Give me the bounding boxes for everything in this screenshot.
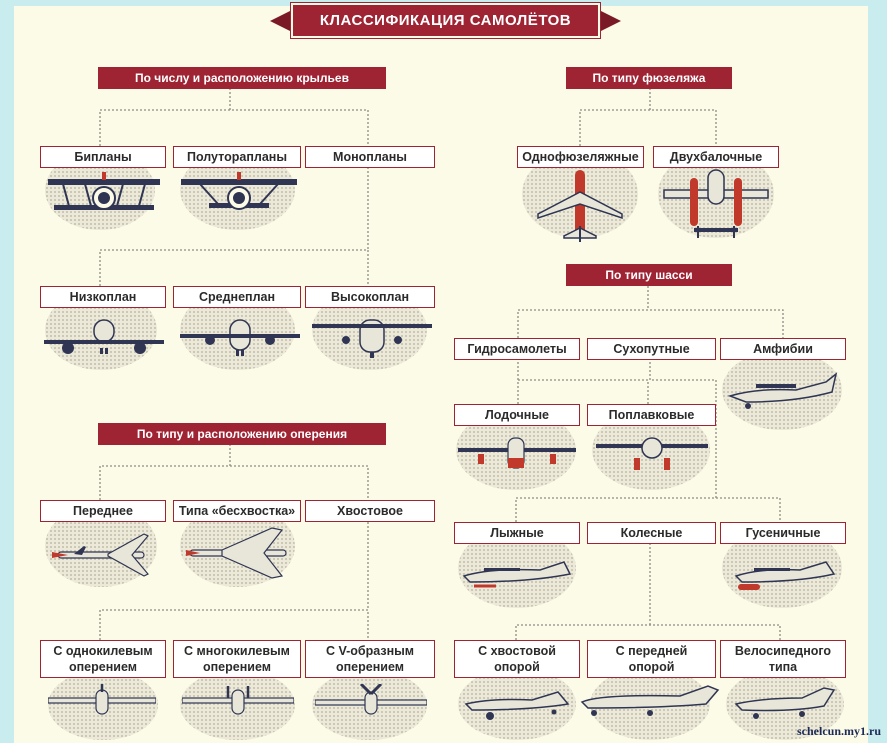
node-single-fuselage: Однофюзеляжные <box>517 146 644 168</box>
ski-plane-icon <box>462 561 572 588</box>
title-ribbon-right <box>599 10 621 32</box>
section-header-fuselage: По типу фюзеляжа <box>566 67 732 89</box>
single-fin-plane-icon <box>48 684 156 715</box>
node-multi-fin: С многокилевым оперением <box>173 640 301 678</box>
v-tail-plane-icon <box>315 684 427 715</box>
illustration-bg <box>48 670 158 740</box>
node-low-wing: Низкоплан <box>40 286 166 308</box>
low-wing-plane-icon <box>44 319 164 354</box>
high-wing-plane-icon <box>312 319 432 358</box>
node-biplanes: Бипланы <box>40 146 166 168</box>
node-twin-boom: Двухбалочные <box>653 146 779 168</box>
single-fuselage-plane-icon <box>537 170 623 242</box>
node-ski: Лыжные <box>454 522 580 544</box>
node-canard: Переднее <box>40 500 166 522</box>
canard-plane-icon <box>52 533 149 577</box>
node-flying-boats: Лодочные <box>454 404 580 426</box>
node-seaplanes: Гидросамолеты <box>454 338 580 360</box>
section-header-tail: По типу и расположению оперения <box>98 423 386 445</box>
node-bicycle: Велосипедного типа <box>720 640 846 678</box>
bicycle-gear-plane-icon <box>734 687 836 719</box>
biplane-icon <box>48 172 160 210</box>
node-mid-wing: Среднеплан <box>173 286 301 308</box>
page-title: КЛАССИФИКАЦИЯ САМОЛЁТОВ <box>293 5 598 36</box>
float-plane-icon <box>596 437 708 470</box>
node-float-planes: Поплавковые <box>587 404 716 426</box>
flying-boat-plane-icon <box>458 437 576 469</box>
node-sesquiplanes: Полуторапланы <box>173 146 301 168</box>
sesquiplane-icon <box>181 172 297 210</box>
node-single-fin: С однокилевым оперением <box>40 640 166 678</box>
tailwheel-plane-icon <box>464 691 570 720</box>
multi-fin-plane-icon <box>182 686 294 715</box>
node-amphibians: Амфибии <box>720 338 846 360</box>
watermark: schelcun.my1.ru <box>797 724 881 738</box>
section-header-wings: По числу и расположению крыльев <box>98 67 386 89</box>
title-ribbon-left <box>270 10 292 32</box>
amphibian-plane-icon <box>727 372 838 409</box>
section-header-gear: По типу шасси <box>566 264 732 286</box>
node-tailless: Типа «бесхвостка» <box>173 500 301 522</box>
node-tail: Хвостовое <box>305 500 435 522</box>
tailless-plane-icon <box>186 527 287 579</box>
nosewheel-plane-icon <box>580 685 720 716</box>
node-land-planes: Сухопутные <box>587 338 716 360</box>
twin-boom-plane-icon <box>663 169 769 238</box>
node-wheeled: Колесные <box>587 522 716 544</box>
node-tracked: Гусеничные <box>720 522 846 544</box>
node-v-tail: С V-образным оперением <box>305 640 435 678</box>
node-monoplanes: Монопланы <box>305 146 435 168</box>
tracked-plane-icon <box>734 561 836 590</box>
node-nosewheel: С передней опорой <box>587 640 716 678</box>
node-tailwheel: С хвостовой опорой <box>454 640 580 678</box>
node-high-wing: Высокоплан <box>305 286 435 308</box>
mid-wing-plane-icon <box>180 319 300 356</box>
